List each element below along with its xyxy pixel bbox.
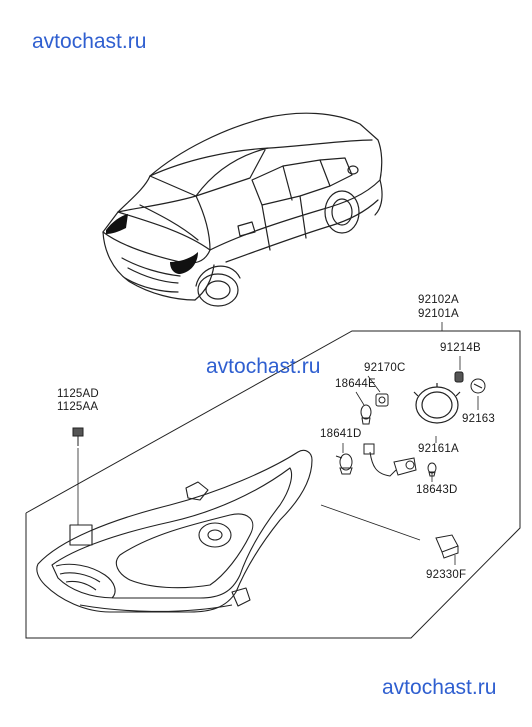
label-1125AA: 1125AA <box>57 401 99 413</box>
watermark-bottom: avtochast.ru <box>382 676 497 699</box>
cap-92161A <box>413 383 461 424</box>
assembly-frame <box>25 330 521 639</box>
label-92330F: 92330F <box>426 569 467 581</box>
bulb-91214B <box>454 371 464 383</box>
watermark-middle: avtochast.ru <box>206 355 321 378</box>
headlamp-assembly <box>36 449 313 613</box>
leader-lines <box>77 322 479 565</box>
wiring-harness <box>363 443 417 477</box>
cap-92163 <box>470 378 486 394</box>
label-1125AD: 1125AD <box>57 388 99 400</box>
bulb-18641D <box>335 453 353 475</box>
label-92163: 92163 <box>462 413 495 425</box>
car-headlamp-right <box>170 252 198 274</box>
bolt-1125AD <box>72 427 84 446</box>
label-18641D: 18641D <box>320 428 362 440</box>
socket-92170C <box>375 393 389 407</box>
label-18644E: 18644E <box>335 378 376 390</box>
label-92161A: 92161A <box>418 443 459 455</box>
label-92170C: 92170C <box>364 362 406 374</box>
watermark-top: avtochast.ru <box>32 30 147 53</box>
label-92101A: 92101A <box>418 308 459 320</box>
connector-92330F <box>435 534 459 559</box>
car-headlamp-left <box>106 214 128 234</box>
label-92102A: 92102A <box>418 294 459 306</box>
label-91214B: 91214B <box>440 342 481 354</box>
car-illustration <box>102 112 383 307</box>
bulb-18644E <box>360 404 372 425</box>
bulb-18643D <box>427 462 437 477</box>
label-18643D: 18643D <box>416 484 458 496</box>
